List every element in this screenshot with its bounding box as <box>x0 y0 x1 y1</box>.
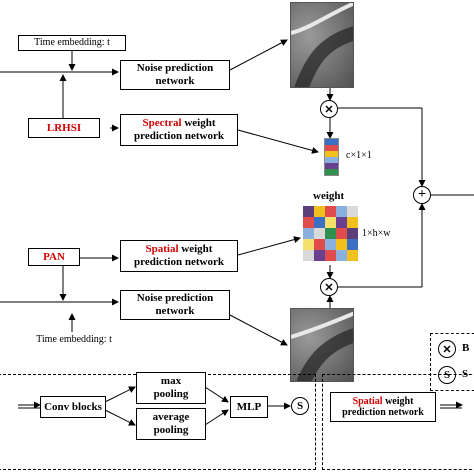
avg-line1: average <box>152 411 190 424</box>
s-output-icon: S <box>291 397 309 415</box>
spectral-bar-cell <box>325 151 338 157</box>
spatial-grid-cell <box>314 228 325 239</box>
spectral-rest: weight <box>181 117 216 130</box>
spectral-weight-network: Spectral weight prediction network <box>120 114 238 146</box>
spatial-grid-cell <box>314 239 325 250</box>
spatial-grid-cell <box>325 206 336 217</box>
right-panel <box>322 374 474 470</box>
right-spatial-line2: prediction network <box>342 407 424 418</box>
legend-b-text: B <box>462 342 470 354</box>
spatial-weight-network: Spatial weight prediction network <box>120 240 238 272</box>
spatial-weight-network-small: Spatial weight prediction network <box>330 392 436 422</box>
spatial-rest: weight <box>178 243 213 256</box>
lrhsi-label: LRHSI <box>46 121 82 134</box>
noise-bottom-line1: Noise prediction <box>136 292 214 305</box>
spatial-line1: Spatial weight <box>146 243 213 256</box>
spectral-bar-cell <box>325 139 338 145</box>
time-embedding-bottom-label: Time embedding: t <box>36 334 112 346</box>
s-legend-text: S <box>443 369 451 381</box>
image-streak-top <box>291 3 353 87</box>
conv-text: Conv blocks <box>44 400 102 413</box>
spatial-grid-cell <box>303 250 314 261</box>
max-line1: max <box>160 375 182 388</box>
spatial-weight-grid <box>303 206 358 261</box>
spatial-grid-cell <box>325 250 336 261</box>
lrhsi-input: LRHSI <box>28 118 100 138</box>
spatial-grid-cell <box>325 239 336 250</box>
spatial-grid-cell <box>303 217 314 228</box>
spatial-grid-cell <box>336 217 347 228</box>
multiply-legend-icon: ✕ <box>438 340 456 358</box>
spectral-weight-bar <box>324 138 339 176</box>
spectral-bar-cell <box>325 169 338 175</box>
c-dimension-text: c×1×1 <box>346 150 372 161</box>
spatial-word: Spatial <box>145 243 179 256</box>
noise-bottom-line2: network <box>155 305 195 317</box>
spatial-grid-cell <box>314 250 325 261</box>
spatial-grid-cell <box>303 206 314 217</box>
max-line2: pooling <box>153 388 189 400</box>
right-spatial-line1: Spatial weight <box>353 396 414 408</box>
legend-box <box>430 333 474 391</box>
spatial-line2: prediction network <box>134 256 224 268</box>
spectral-bar-cell <box>325 157 338 163</box>
noisy-image-bottom <box>290 308 354 382</box>
legend-b: B <box>462 342 469 354</box>
spatial-grid-cell <box>336 206 347 217</box>
noise-top-line1: Noise prediction <box>136 62 214 75</box>
hw-dimension-label: 1×h×w <box>362 228 391 239</box>
noise-prediction-network-bottom: Noise prediction network <box>120 290 230 320</box>
hw-dimension-text: 1×h×w <box>362 228 391 239</box>
noise-prediction-network-top: Noise prediction network <box>120 60 230 90</box>
spectral-bar-cell <box>325 163 338 169</box>
spatial-grid-cell <box>314 217 325 228</box>
conv-blocks: Conv blocks <box>40 396 106 418</box>
spatial-grid-cell <box>347 250 358 261</box>
spatial-grid-cell <box>347 239 358 250</box>
add-icon: + <box>413 186 431 204</box>
mlp-block: MLP <box>230 396 268 418</box>
spatial-grid-cell <box>347 206 358 217</box>
avg-line2: pooling <box>153 424 189 436</box>
time-embedding-top-label: Time embedding: t <box>34 37 110 49</box>
spatial-grid-cell <box>347 228 358 239</box>
image-streak-bottom <box>291 311 353 381</box>
c-dimension-label: c×1×1 <box>346 150 372 161</box>
pan-input: PAN <box>28 248 80 266</box>
pan-label: PAN <box>43 250 65 263</box>
s-legend-icon: S <box>438 366 456 384</box>
spatial-grid-cell <box>336 239 347 250</box>
spectral-line1: Spectral weight <box>142 117 215 130</box>
spatial-grid-cell <box>325 217 336 228</box>
average-pooling: average pooling <box>136 408 206 440</box>
mlp-text: MLP <box>236 400 262 413</box>
weight-label: weight <box>313 190 344 202</box>
multiply-icon-top: ✕ <box>320 100 338 118</box>
spectral-bar-cell <box>325 145 338 151</box>
time-embedding-bottom: Time embedding: t <box>18 332 130 348</box>
spatial-grid-cell <box>347 217 358 228</box>
spectral-word: Spectral <box>142 117 182 130</box>
right-spatial-rest: weight <box>382 395 414 407</box>
s-output-text: S <box>296 400 304 412</box>
spatial-grid-cell <box>303 239 314 250</box>
weight-text: weight <box>313 190 345 202</box>
spatial-grid-cell <box>314 206 325 217</box>
right-spatial-word: Spatial <box>352 395 383 407</box>
spatial-grid-cell <box>325 228 336 239</box>
time-embedding-top: Time embedding: t <box>18 35 126 51</box>
spatial-grid-cell <box>303 228 314 239</box>
noise-top-line2: network <box>155 75 195 87</box>
noisy-image-top <box>290 2 354 88</box>
max-pooling: max pooling <box>136 372 206 404</box>
spectral-line2: prediction network <box>134 130 224 142</box>
spatial-grid-cell <box>336 250 347 261</box>
spatial-grid-cell <box>336 228 347 239</box>
multiply-icon-bottom: ✕ <box>320 278 338 296</box>
